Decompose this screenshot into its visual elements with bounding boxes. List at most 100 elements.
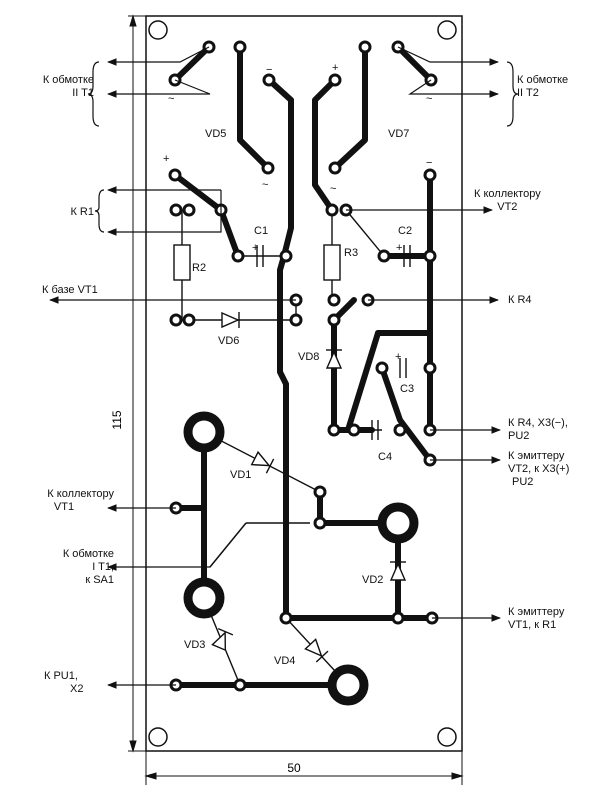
trace-plus-left bbox=[172, 172, 241, 259]
diodes bbox=[211, 311, 407, 663]
pad bbox=[279, 611, 293, 625]
label-c2: C2 bbox=[398, 225, 412, 237]
pad bbox=[327, 293, 341, 307]
pad bbox=[423, 361, 437, 375]
pad bbox=[327, 313, 341, 327]
pad bbox=[182, 313, 196, 327]
pad bbox=[289, 313, 303, 327]
svg-text:−: − bbox=[266, 64, 272, 76]
mounting-hole bbox=[437, 727, 457, 747]
pad bbox=[325, 203, 339, 217]
pad bbox=[391, 611, 405, 625]
diode-vd8 bbox=[325, 349, 343, 369]
pad bbox=[233, 40, 247, 54]
label-to-pu1-x2: К PU1,X2 bbox=[44, 670, 84, 695]
pad bbox=[423, 168, 437, 182]
resistor-r2 bbox=[173, 244, 191, 281]
trace-vd7-ac2 bbox=[332, 44, 368, 171]
pad bbox=[375, 361, 389, 375]
pad bbox=[347, 423, 361, 437]
pad bbox=[262, 73, 276, 87]
trace-minus-main bbox=[266, 77, 294, 621]
label-c4: C4 bbox=[378, 451, 392, 463]
mounting-holes bbox=[148, 20, 457, 747]
pad bbox=[279, 249, 293, 263]
label-to-base-vt1: К базе VT1 bbox=[42, 284, 98, 296]
label-c1: C1 bbox=[254, 225, 268, 237]
large-pad bbox=[183, 577, 225, 619]
trace-vd5-ac bbox=[172, 44, 212, 83]
trace-c3-c4 bbox=[379, 365, 433, 463]
board-outline bbox=[145, 15, 463, 752]
large-pad bbox=[327, 664, 369, 706]
pad bbox=[377, 249, 391, 263]
pad bbox=[233, 678, 247, 692]
svg-text:~: ~ bbox=[262, 179, 268, 191]
pad bbox=[168, 168, 182, 182]
dimension-width-text: 50 bbox=[287, 761, 301, 775]
dimension-height-text: 115 bbox=[110, 410, 124, 429]
pad bbox=[182, 203, 196, 217]
svg-text:+: + bbox=[252, 242, 258, 254]
pad bbox=[358, 40, 372, 54]
pad bbox=[231, 249, 245, 263]
mounting-hole bbox=[148, 20, 168, 40]
pad bbox=[169, 203, 183, 217]
trace-vd5-to-ac bbox=[237, 44, 271, 171]
label-vd5: VD5 bbox=[205, 128, 226, 140]
resistor-r3 bbox=[323, 244, 341, 281]
dimension-height bbox=[128, 14, 146, 753]
label-c3: C3 bbox=[400, 383, 414, 395]
diode-vd2 bbox=[389, 561, 407, 581]
polarity-marks: ~ − + ~ ~ ~ + − + + + bbox=[163, 62, 432, 363]
label-to-r1: К R1 bbox=[70, 206, 94, 218]
component-labels: VD5 VD7 C1 C2 R2 R3 VD6 VD8 C3 C4 VD1 VD… bbox=[184, 128, 414, 667]
label-vd6: VD6 bbox=[218, 335, 239, 347]
capacitors bbox=[256, 245, 411, 440]
svg-text:+: + bbox=[396, 242, 402, 254]
pad bbox=[169, 313, 183, 327]
pad bbox=[313, 485, 327, 499]
label-to-r4: К R4 bbox=[508, 294, 532, 306]
svg-text:+: + bbox=[395, 351, 401, 363]
trace-plus-vd7 bbox=[312, 77, 338, 213]
label-vd4: VD4 bbox=[274, 655, 295, 667]
svg-text:−: − bbox=[426, 157, 432, 169]
label-vd1: VD1 bbox=[230, 469, 251, 481]
diode-vd6 bbox=[221, 311, 240, 329]
mounting-hole bbox=[437, 20, 457, 40]
svg-text:~: ~ bbox=[330, 183, 336, 195]
diode-vd1 bbox=[250, 450, 275, 474]
large-pads bbox=[183, 411, 419, 706]
svg-text:~: ~ bbox=[426, 93, 432, 105]
label-vd3: VD3 bbox=[184, 639, 205, 651]
thin-traces bbox=[181, 209, 430, 686]
svg-text:~: ~ bbox=[168, 93, 174, 105]
label-vd7: VD7 bbox=[388, 128, 409, 140]
pad bbox=[261, 161, 275, 175]
label-vd8: VD8 bbox=[298, 351, 319, 363]
braces bbox=[87, 61, 519, 233]
dimension-width bbox=[144, 751, 464, 785]
pad bbox=[328, 161, 342, 175]
svg-text:+: + bbox=[163, 153, 169, 165]
label-r3: R3 bbox=[344, 247, 358, 259]
connection-arrows bbox=[49, 46, 501, 689]
label-r2: R2 bbox=[192, 262, 206, 274]
label-vd2: VD2 bbox=[362, 574, 383, 586]
pad bbox=[313, 516, 327, 530]
diode-vd4 bbox=[304, 638, 329, 663]
mounting-hole bbox=[148, 727, 168, 747]
pad bbox=[327, 423, 341, 437]
svg-text:+: + bbox=[332, 62, 338, 74]
pad bbox=[423, 249, 437, 263]
large-pad bbox=[377, 502, 419, 544]
trace-vd7-ac bbox=[395, 44, 434, 83]
